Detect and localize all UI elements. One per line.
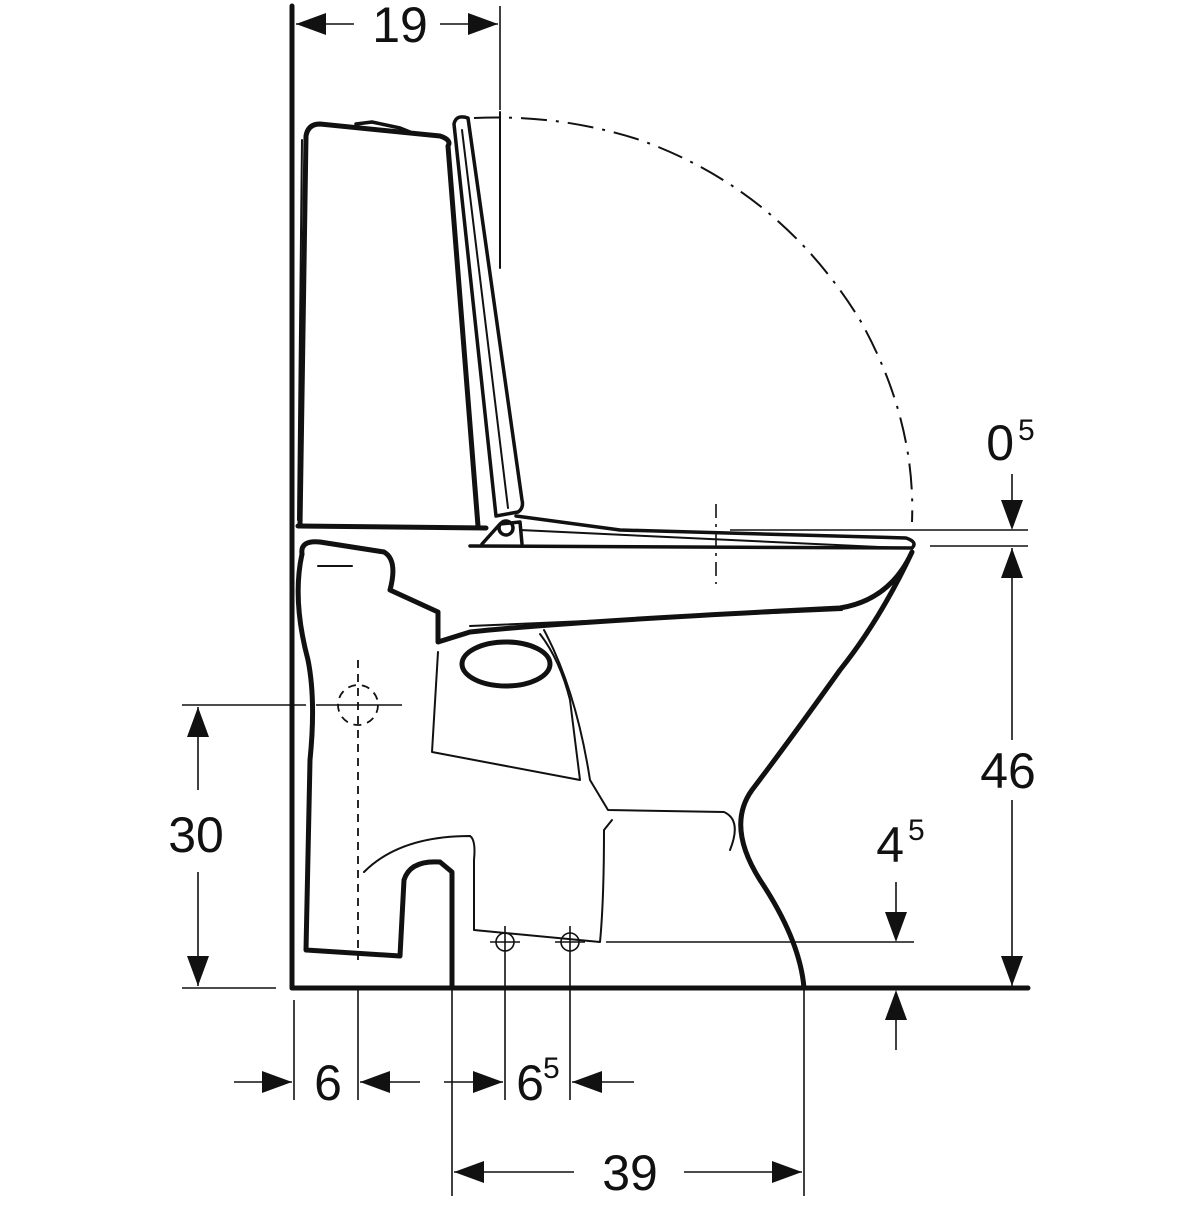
base-inner-curve — [363, 819, 613, 943]
hinge-body — [480, 520, 524, 546]
cistern-bottom — [295, 523, 489, 531]
dim-inlet-offset-value: 6 — [314, 1055, 342, 1111]
dim-outlet-depth-value: 39 — [602, 1145, 658, 1200]
cistern-button — [354, 120, 412, 134]
toilet-seat — [468, 514, 916, 550]
lid-swing-arc — [473, 116, 914, 523]
seat-underside — [519, 529, 901, 549]
trap-passage — [543, 629, 736, 851]
hinge-circle — [497, 519, 515, 537]
dim-inlet-height-value: 30 — [168, 807, 224, 863]
outlet-oval — [459, 639, 553, 689]
dimension-tank-depth: 19 — [296, 0, 501, 110]
bowl-outline — [299, 539, 915, 991]
dimension-seat-gap: 0 5 — [730, 414, 1035, 547]
fixing-point-right — [555, 926, 585, 958]
dim-fixing-height-value: 4 — [876, 817, 904, 873]
fixing-point-left — [490, 926, 520, 958]
dim-fixing-spacing-value: 6 — [516, 1055, 544, 1111]
bowl-back-outline — [295, 551, 455, 991]
dimension-inlet-offset: 6 — [234, 990, 420, 1111]
dim-tank-depth-value: 19 — [372, 0, 428, 53]
cistern-inner-edge — [297, 139, 303, 521]
toilet-lid — [452, 115, 525, 518]
dimension-fixing-height: 4 5 — [606, 814, 925, 1050]
trap-inner — [431, 633, 581, 781]
bowl-rim-line — [469, 609, 843, 627]
cistern-outline — [297, 121, 481, 529]
dimension-fixing-spacing: 6 5 — [444, 958, 634, 1111]
lid-inner-edge — [461, 129, 509, 509]
dim-seat-gap-value: 0 — [986, 415, 1014, 471]
dimension-seat-height: 46 — [980, 548, 1036, 986]
dimension-inlet-height: 30 — [168, 704, 306, 989]
dim-fixing-spacing-sup: 5 — [543, 1052, 560, 1085]
dim-seat-height-value: 46 — [980, 743, 1036, 799]
dim-fixing-height-sup: 5 — [908, 814, 925, 847]
dimension-outlet-depth: 39 — [451, 990, 805, 1201]
dim-seat-gap-sup: 5 — [1018, 414, 1035, 447]
